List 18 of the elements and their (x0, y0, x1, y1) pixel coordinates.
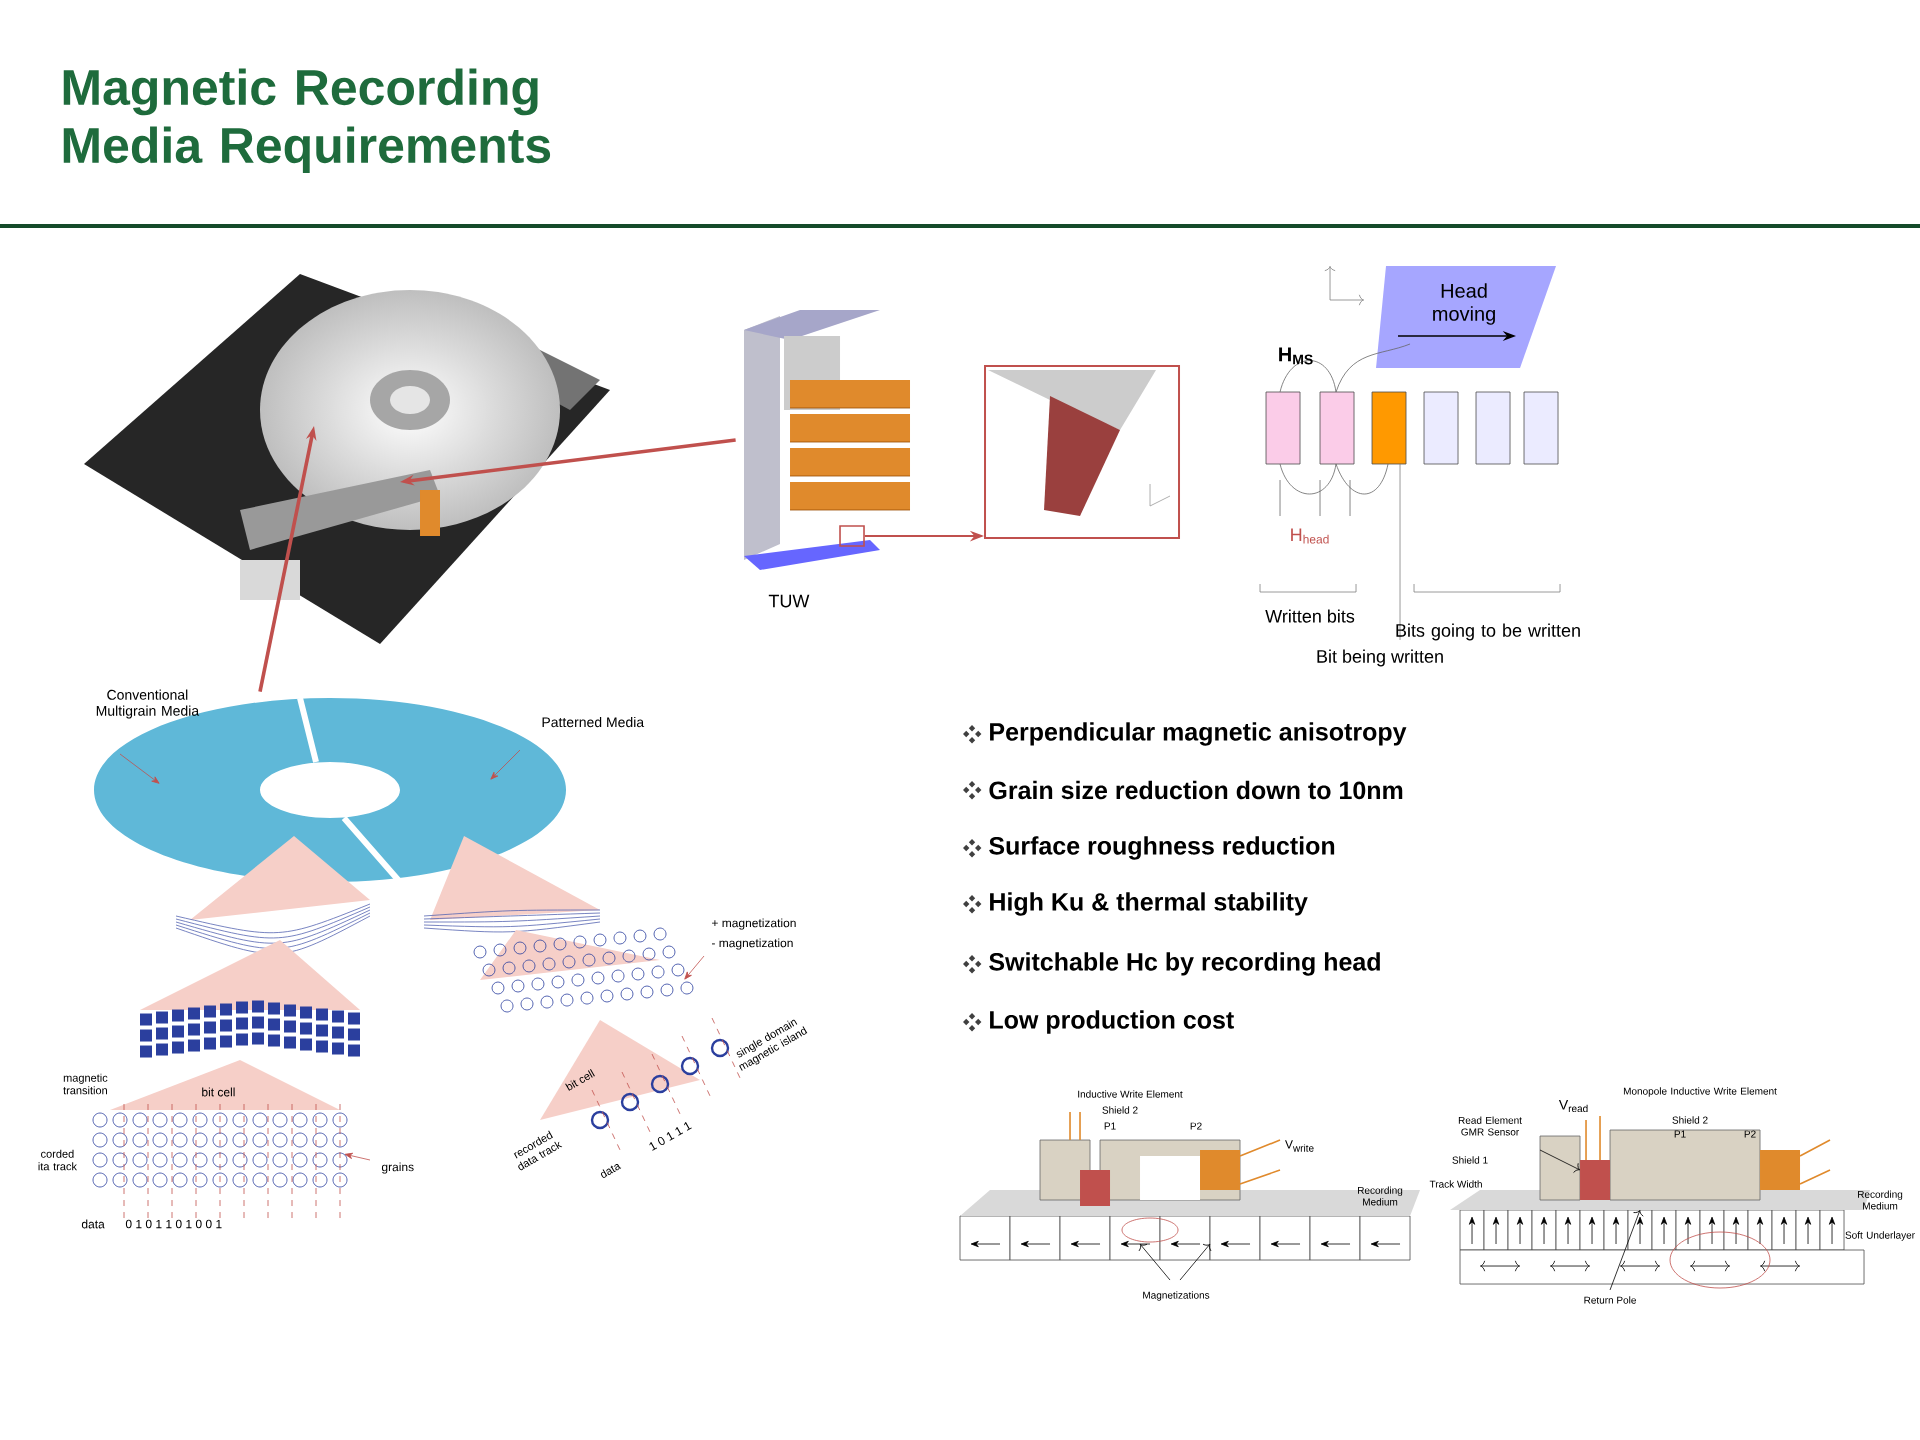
requirement-text: Perpendicular magnetic anisotropy (990, 722, 1407, 746)
text-label: Written bits (1265, 609, 1355, 623)
text-label: H$_{head}$ (1291, 528, 1329, 544)
text-label: Bit being written (1317, 649, 1443, 667)
requirement-text: Surface roughness reduction (989, 836, 1335, 860)
text-label: H$_{MS}$ (1279, 347, 1313, 365)
zoomed-pole-drawing (984, 365, 1180, 539)
text-label: Head moving (1433, 283, 1495, 325)
node-label: TUW (768, 594, 810, 608)
requirement-text: Switchable Hc by recording head (989, 952, 1380, 976)
requirement-text: Low production cost (990, 1010, 1234, 1034)
title: Magnetic Recording Media Requirements (63, 68, 551, 173)
requirement-text: Grain size reduction down to 10nm (989, 780, 1403, 800)
requirement-text: High Ku & thermal stability (990, 892, 1308, 916)
zoom-marker (839, 525, 865, 547)
write-head-drawing (744, 310, 911, 570)
hard-drive-drawing (84, 274, 610, 644)
text-label: Bits going to be written (1396, 623, 1580, 641)
